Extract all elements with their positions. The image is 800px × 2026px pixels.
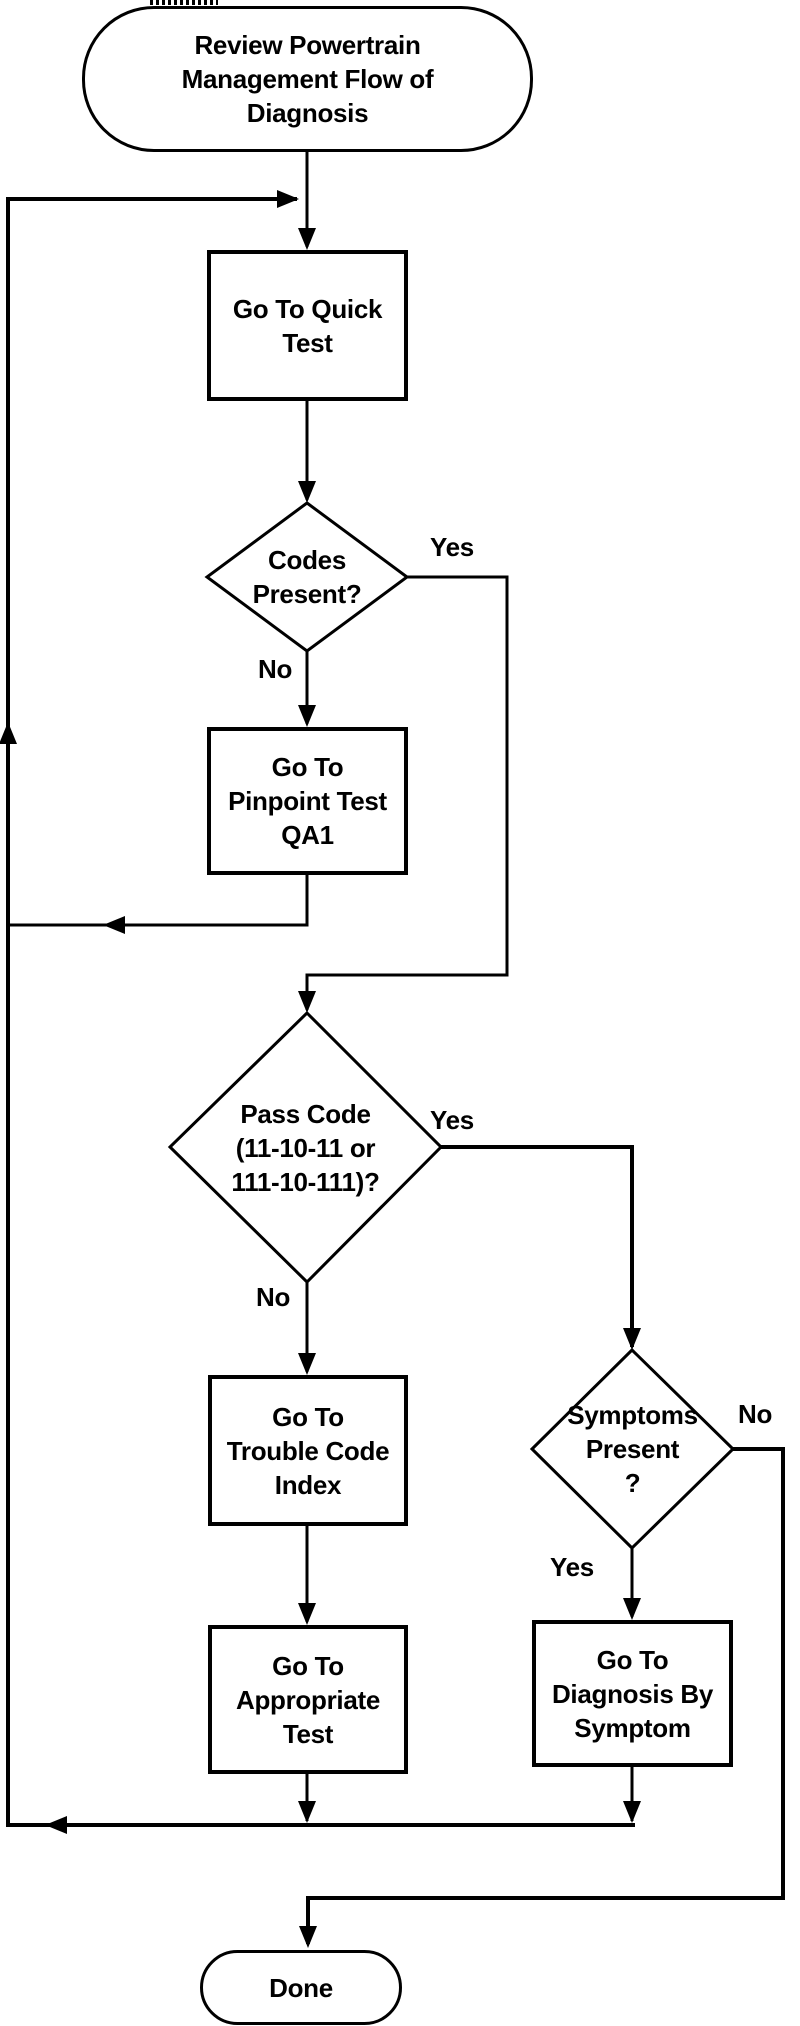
node-pinpoint-test-qa1-label: Go To Pinpoint Test QA1 — [228, 752, 387, 850]
node-quick-test-label: Go To Quick Test — [232, 293, 383, 358]
arrowhead-icon — [298, 1801, 316, 1823]
edges — [6, 152, 785, 1944]
arrowhead-icon — [277, 190, 299, 208]
node-pass-code: Pass Code (11-10-11 or 111-10-111)? — [170, 1013, 441, 1282]
node-done: Done — [200, 1950, 402, 2025]
arrowhead-icon — [298, 481, 316, 503]
edge-pass-yes — [441, 1145, 634, 1347]
edge-label-symptoms-present-no: No — [738, 1399, 773, 1429]
scan-artifact — [150, 0, 218, 5]
node-diagnosis-by-symptom: Go To Diagnosis By Symptom — [532, 1620, 733, 1767]
edge-qa1-loop — [10, 875, 309, 927]
node-trouble-code-index: Go To Trouble Code Index — [208, 1375, 408, 1526]
edge-label-pass-code-yes: Yes — [430, 1105, 474, 1135]
arrowhead-icon — [623, 1598, 641, 1620]
decision-shape-codes-present — [204, 501, 410, 653]
arrowhead-icon — [298, 1603, 316, 1625]
decision-shape-symptoms-present — [529, 1347, 736, 1551]
edge-return-loop — [6, 197, 635, 1827]
edge-symptoms-no-done — [306, 1447, 785, 1944]
decision-shape-pass-code — [167, 1010, 444, 1285]
arrowhead-icon — [623, 1328, 641, 1350]
arrowhead-icon — [298, 228, 316, 250]
arrowhead-icon — [0, 722, 17, 744]
arrowhead-icon — [298, 1353, 316, 1375]
node-codes-present-label: Codes Present? — [252, 545, 362, 609]
edge-label-codes-present-yes: Yes — [430, 532, 474, 562]
node-appropriate-test: Go To Appropriate Test — [208, 1625, 408, 1774]
arrowheads — [0, 190, 641, 1948]
node-diagnosis-by-symptom-label: Go To Diagnosis By Symptom — [551, 1644, 714, 1743]
edge-label-symptoms-present-yes: Yes — [550, 1552, 594, 1582]
node-pass-code-label: Pass Code (11-10-11 or 111-10-111)? — [231, 1098, 380, 1197]
arrowhead-icon — [45, 1816, 67, 1834]
arrowhead-icon — [299, 1926, 317, 1948]
decision-shapes — [167, 501, 736, 1551]
node-symptoms-present-label: Symptoms Present ? — [567, 1400, 698, 1498]
arrowhead-icon — [623, 1801, 641, 1823]
node-appropriate-test-label: Go To Appropriate Test — [235, 1650, 381, 1749]
node-start-label: Review Powertrain Management Flow of Dia… — [181, 30, 434, 128]
edge-codes-yes — [305, 575, 509, 1010]
node-pinpoint-test-qa1: Go To Pinpoint Test QA1 — [207, 727, 408, 875]
node-trouble-code-index-label: Go To Trouble Code Index — [226, 1401, 390, 1500]
edge-label-pass-code-no: No — [256, 1282, 291, 1312]
node-done-label: Done — [269, 1972, 333, 2003]
node-quick-test: Go To Quick Test — [207, 250, 408, 401]
arrowhead-icon — [298, 705, 316, 727]
node-symptoms-present: Symptoms Present ? — [532, 1350, 733, 1548]
edge-label-codes-present-no: No — [258, 654, 293, 684]
node-start: Review Powertrain Management Flow of Dia… — [82, 6, 533, 152]
arrowhead-icon — [298, 991, 316, 1013]
node-codes-present: Codes Present? — [207, 503, 407, 651]
arrowhead-icon — [103, 916, 125, 934]
